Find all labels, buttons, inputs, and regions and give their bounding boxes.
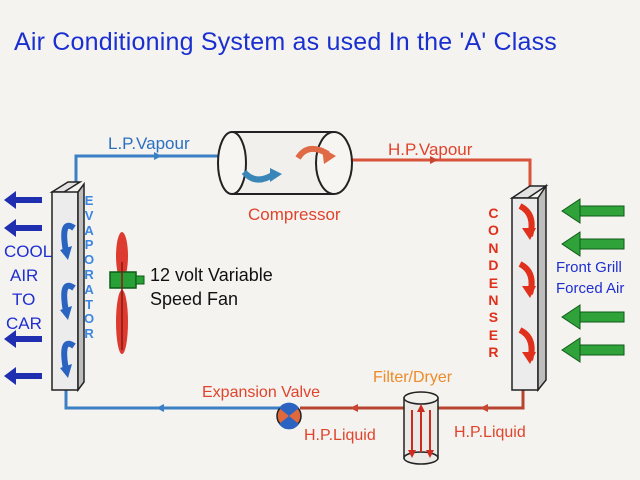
page-title: Air Conditioning System as used In the '… [14,28,558,56]
vertical-letter: C [488,205,499,221]
forced-air-arrows [561,198,625,363]
evaporator-icon [49,181,85,393]
hp-liquid-right-label: H.P.Liquid [454,424,526,441]
compressor-icon [217,131,353,195]
cool-air-line1: COOL [4,242,53,261]
lp-vapour-label: L.P.Vapour [108,134,190,153]
vertical-letter: V [84,207,94,223]
vertical-letter: N [488,239,499,256]
cool-air-line3: TO [12,290,36,309]
fan-label-line2: Speed Fan [150,289,239,309]
vertical-letter: P [84,237,94,253]
expansion-valve-label: Expansion Valve [202,384,320,401]
front-grill-line1: Front Grill [556,259,622,276]
vertical-letter: O [84,311,95,327]
vertical-letter: A [84,222,94,238]
cool-air-line4: CAR [6,314,42,333]
forced-air-arrow [561,231,625,257]
vertical-letter: S [488,309,499,326]
vertical-letter: E [488,326,499,343]
vertical-letter: E [488,274,499,291]
fan-label-line1: 12 volt Variable [150,265,273,285]
filter-dryer-label: Filter/Dryer [373,369,453,386]
cool-air-arrow [4,219,42,237]
forced-air-arrow [561,198,625,224]
hp-liquid-left-label: H.P.Liquid [304,427,376,444]
cool-air-line2: AIR [10,266,39,285]
cool-air-arrows [4,191,42,385]
vertical-letter: A [84,281,94,297]
refrigerant-pipe-loop [64,152,532,412]
fan-icon [109,232,145,354]
cool-air-arrow [4,330,42,348]
cool-air-arrow [4,191,42,209]
vertical-letter: R [84,326,94,342]
cool-air-arrow [4,367,42,385]
vertical-letter: N [488,291,499,308]
vertical-letter: E [84,193,94,208]
expansion-valve-icon [276,402,302,430]
vertical-letter: R [488,344,499,361]
vertical-letter: R [84,266,94,282]
vertical-letter: T [85,296,94,312]
filter-dryer-icon [403,391,439,465]
forced-air-arrow [561,337,625,363]
forced-air-arrow [561,304,625,330]
compressor-label: Compressor [248,205,341,224]
vertical-letter: D [488,257,499,274]
front-grill-line2: Forced Air [556,280,625,297]
hp-vapour-label: H.P.Vapour [388,140,473,159]
condenser-icon [509,183,549,393]
vertical-letter: O [488,222,499,239]
vertical-letter: O [84,252,95,268]
